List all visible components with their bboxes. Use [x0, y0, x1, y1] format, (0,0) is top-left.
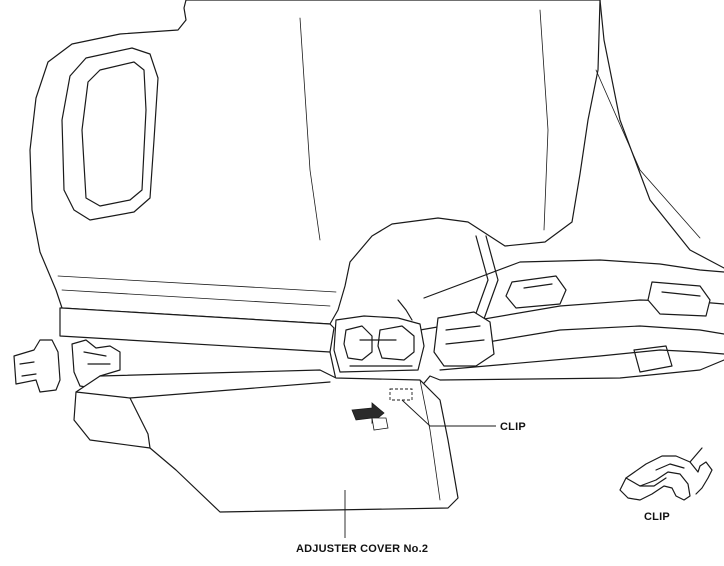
clip-detail-icon [619, 447, 713, 501]
clip-callout-label: CLIP [500, 421, 526, 433]
removal-direction-arrow [351, 402, 389, 431]
adjuster-cover-label: ADJUSTER COVER No.2 [296, 543, 428, 555]
seat-back-lower [595, 0, 724, 269]
adjuster-latch [333, 299, 425, 373]
adjuster-cover-no2 [73, 369, 459, 513]
seat-side-shield [29, 0, 601, 325]
clip-detail-label: CLIP [644, 511, 670, 523]
clip-leader-line [401, 399, 496, 427]
hidden-clip-location [389, 388, 413, 401]
seat-rail-track [59, 235, 724, 389]
seat-bracket-left [13, 339, 121, 393]
